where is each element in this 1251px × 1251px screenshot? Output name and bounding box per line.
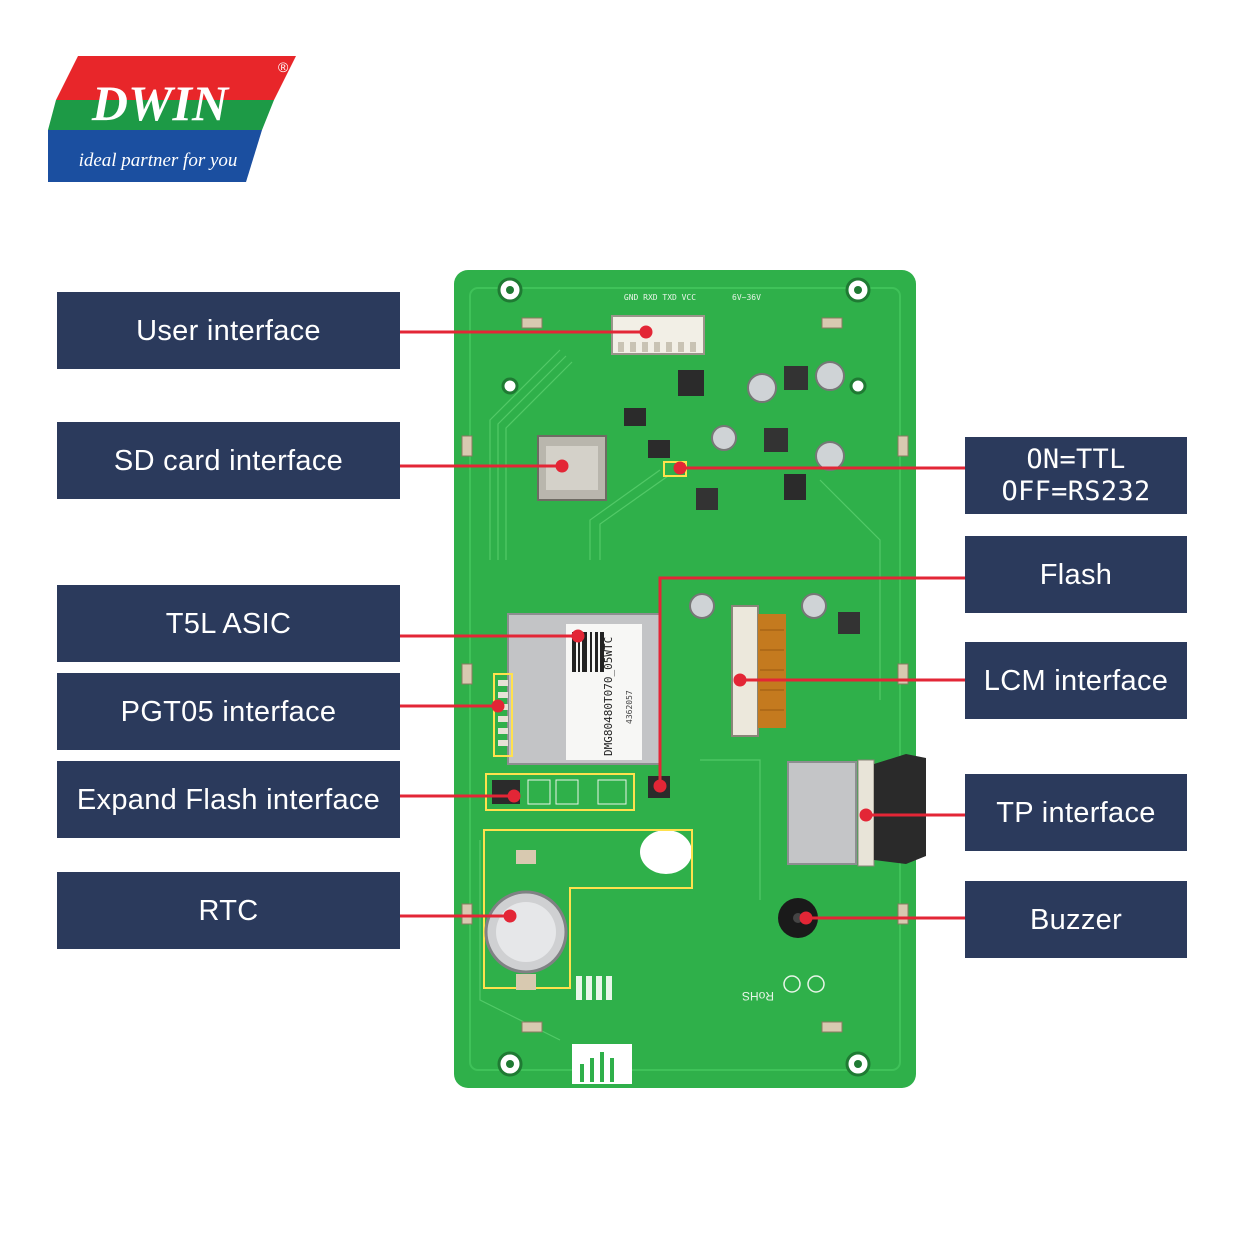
label-text: T5L ASIC [165,607,292,640]
label-lcm-interface: LCM interface [965,642,1187,719]
label-text: Expand Flash interface [76,783,381,816]
label-text: LCM interface [983,664,1169,697]
t5l-asic: DMG80480T070_05WTC 4362057 [507,613,661,765]
label-text: Buzzer [1029,903,1123,936]
label-sd-card-interface: SD card interface [57,422,400,499]
asic-sticker-sub: 4362057 [625,690,634,724]
label-text-off: OFF=RS232 [1001,475,1151,507]
asic-sticker-text: DMG80480T070_05WTC [602,637,615,756]
label-text: PGT05 interface [120,695,337,728]
logo-brand: DWIN [91,75,230,131]
label-text: Flash [1039,558,1113,591]
label-flash: Flash [965,536,1187,613]
label-expand-flash-interface: Expand Flash interface [57,761,400,838]
label-text: User interface [136,314,321,347]
pgt05-connector [493,673,513,757]
label-rtc: RTC [57,872,400,949]
silk-connector: GND RXD TXD VCC [624,293,696,302]
logo-registered: ® [278,59,289,75]
label-ttl-rs232: ON=TTL OFF=RS232 [965,437,1187,514]
label-buzzer: Buzzer [965,881,1187,958]
callout-lines [400,325,965,925]
lcm-connector [731,605,786,737]
sd-card-slot [537,435,607,501]
label-text: SD card interface [113,444,344,477]
silk-rohs: RoHS [742,989,774,1003]
label-t5l-asic: T5L ASIC [57,585,400,662]
silk-vin: 6V~36V [732,293,761,302]
tp-connector [787,754,926,867]
dwin-logo: DWIN ® ideal partner for you [48,54,298,184]
label-text: RTC [198,894,259,927]
logo-tagline: ideal partner for you [79,150,238,171]
label-text: TP interface [996,796,1156,829]
power-components [624,361,845,510]
label-pgt05-interface: PGT05 interface [57,673,400,750]
label-text-on: ON=TTL [1026,443,1126,475]
label-user-interface: User interface [57,292,400,369]
label-tp-interface: TP interface [965,774,1187,851]
user-interface-connector [611,315,705,355]
